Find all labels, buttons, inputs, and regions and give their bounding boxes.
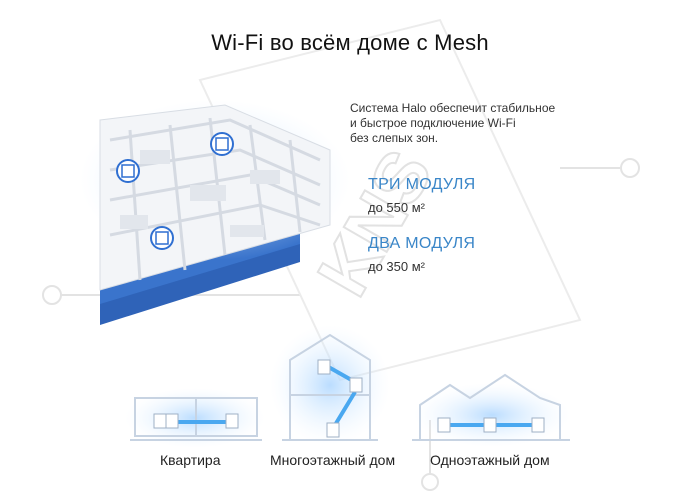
cube-icon	[210, 132, 234, 156]
description: Система Halo обеспечит стабильное и быст…	[350, 101, 590, 146]
three-modules-area: до 550 м²	[368, 200, 425, 215]
page-title: Wi-Fi во всём доме с Mesh	[211, 30, 489, 55]
caption-multistorey: Многоэтажный дом	[270, 452, 396, 468]
three-modules-heading: ТРИ МОДУЛЯ	[368, 176, 476, 193]
floor-plan-illustration	[80, 100, 350, 325]
apartment-illustration	[125, 388, 265, 448]
caption-apartment: Квартира	[160, 452, 221, 468]
multistorey-illustration	[270, 325, 390, 445]
description-line: без слепых зон.	[350, 131, 439, 145]
two-modules-area: до 350 м²	[368, 259, 425, 274]
cube-icon	[116, 159, 140, 183]
two-modules-heading: ДВА МОДУЛЯ	[368, 235, 476, 252]
single-storey-illustration	[412, 373, 570, 447]
caption-single-storey: Одноэтажный дом	[430, 452, 550, 468]
cube-icon	[150, 226, 174, 250]
description-line: и быстрое подключение Wi-Fi	[350, 116, 516, 130]
description-line: Система Halo обеспечит стабильное	[350, 101, 556, 115]
